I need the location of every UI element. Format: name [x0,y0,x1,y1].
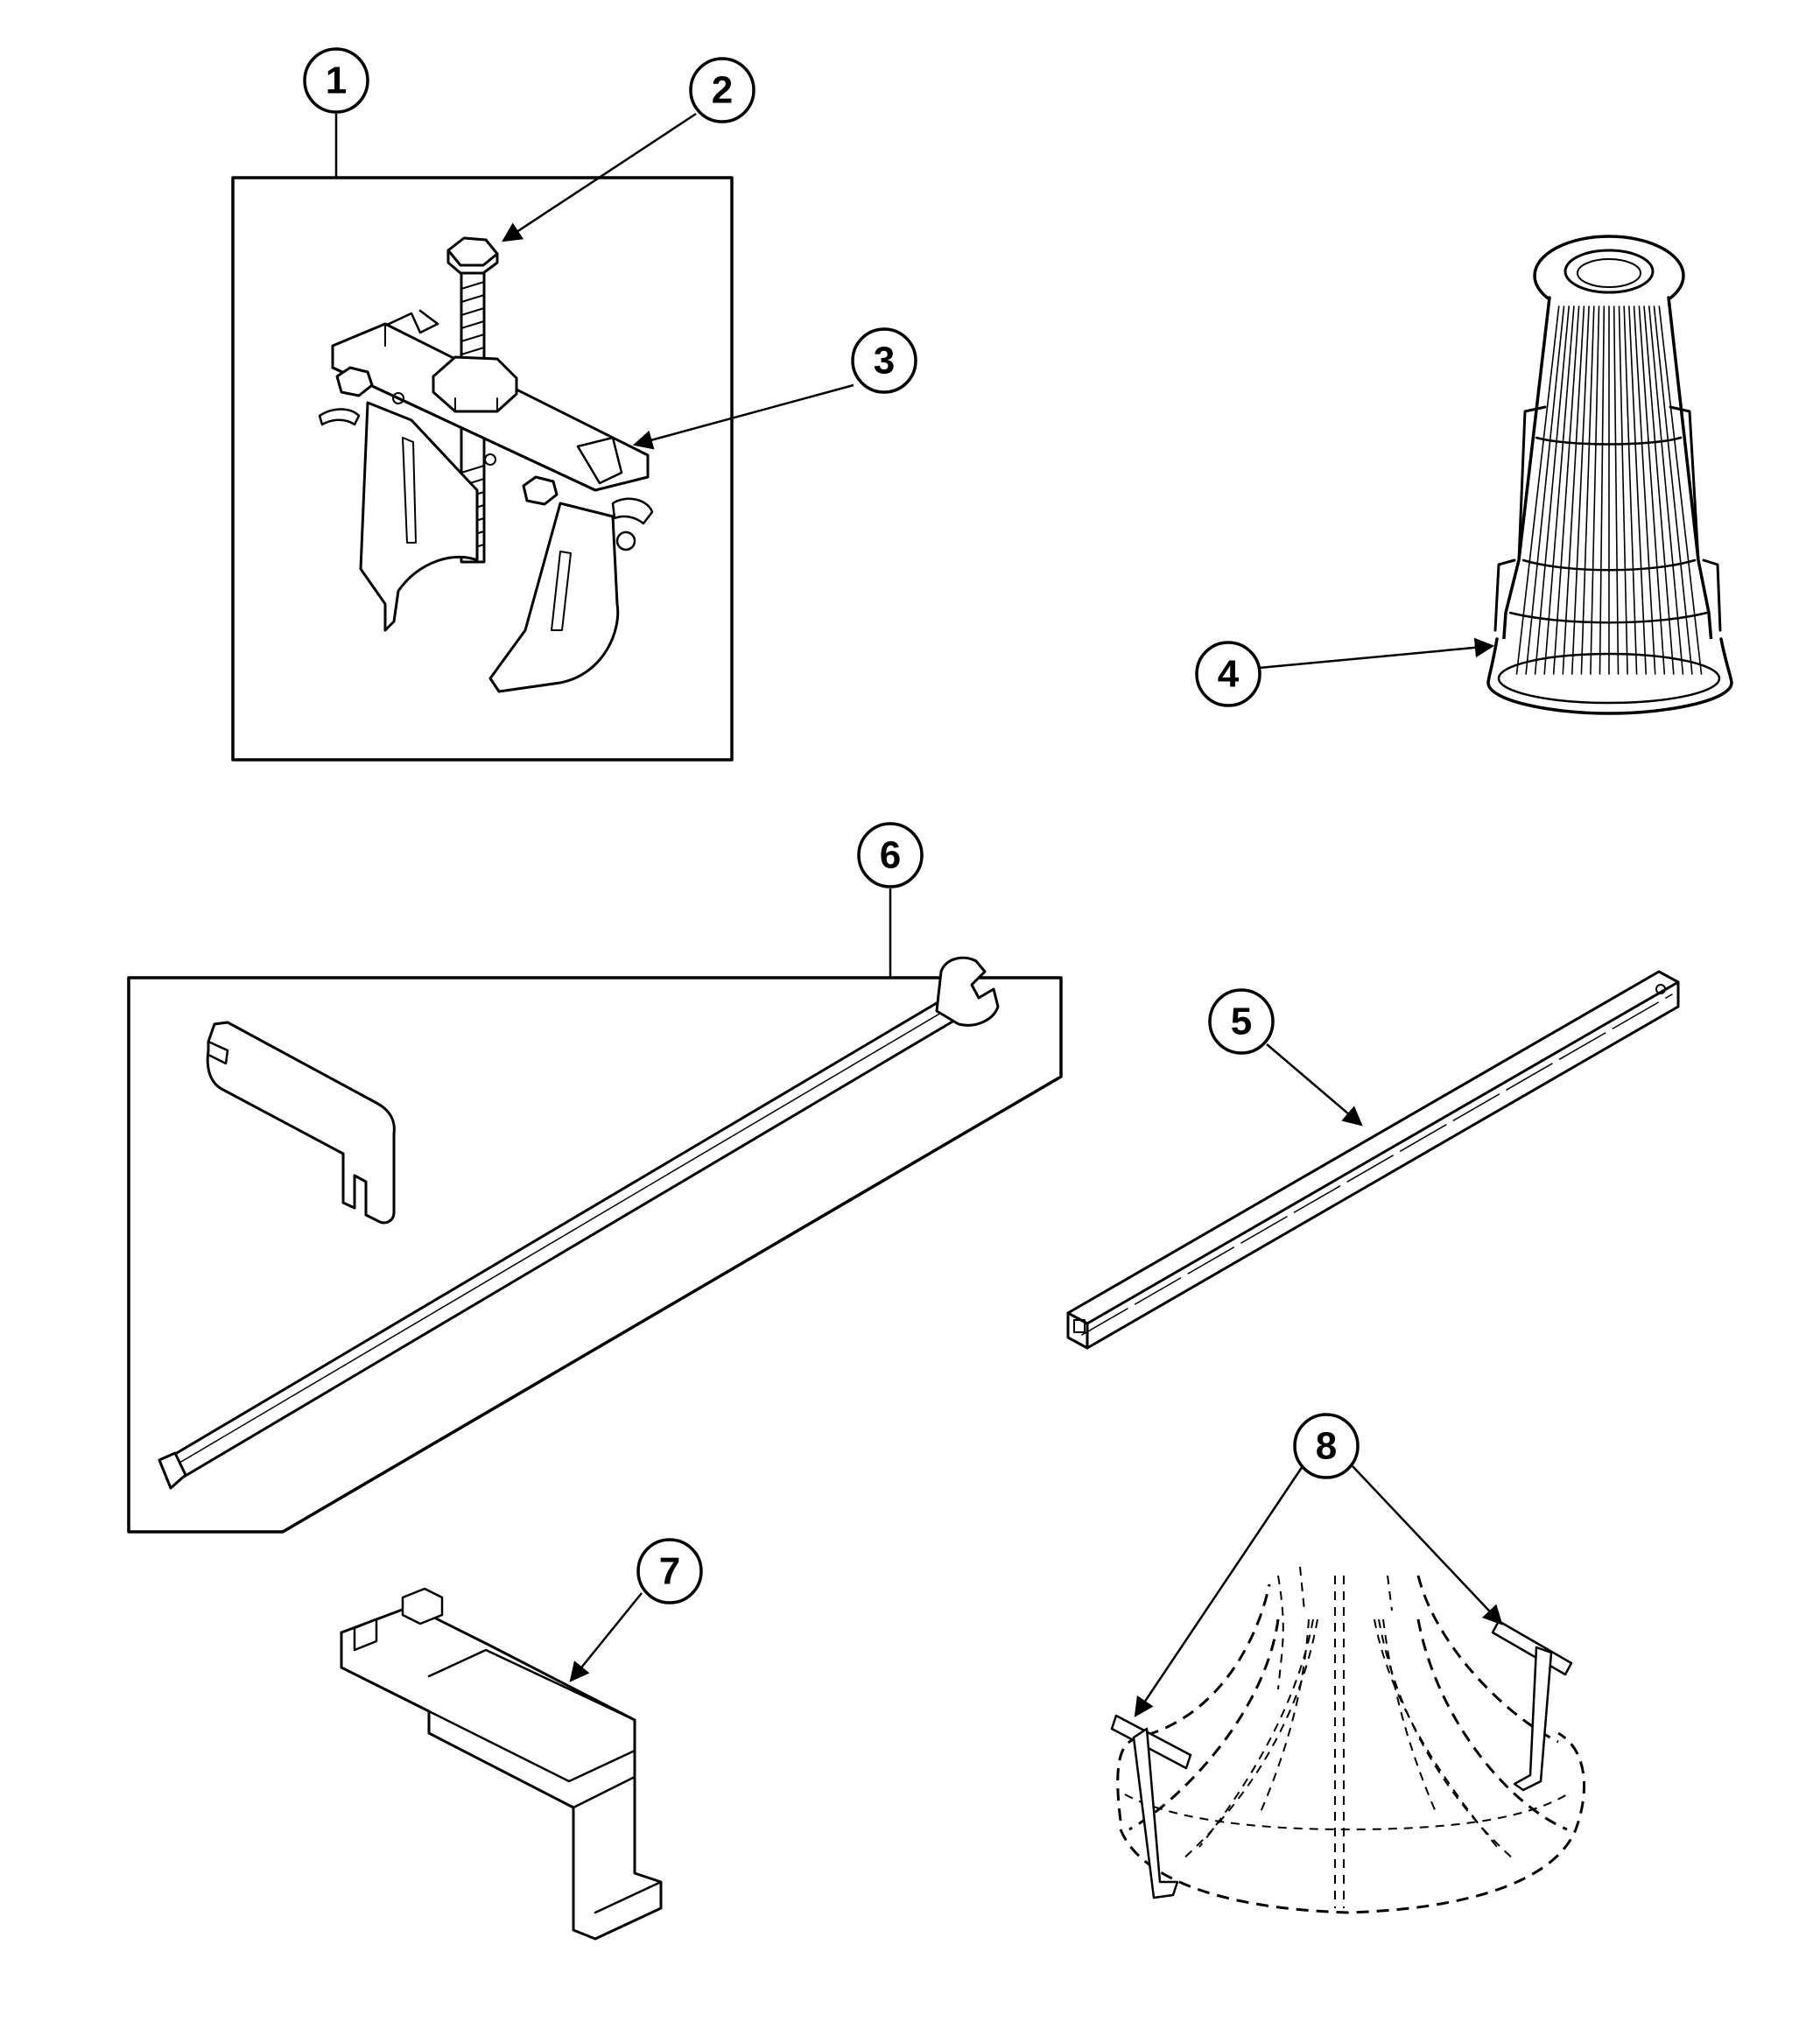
leader-lines [502,112,1503,1717]
bracket-icon [340,1587,663,1941]
wrench-kit-icon [127,888,1063,1534]
callout-4: 4 [1195,641,1261,707]
spin-tube-rib [1628,305,1647,675]
callout-3-label: 3 [874,340,895,383]
callout-3: 3 [851,327,917,394]
puller-jaw-icon [318,309,654,693]
callout-5: 5 [1208,988,1275,1055]
spin-tube-rib [1590,305,1600,675]
spin-tube-rib [1613,305,1620,675]
spin-tube-rib [1658,305,1703,675]
callout-4-label: 4 [1218,653,1240,696]
callout-1: 1 [303,47,369,114]
t-pin-icon [1110,1566,1585,1914]
callout-7: 7 [636,1538,703,1604]
callout-8-label: 8 [1316,1425,1337,1468]
spin-tube-rib [1643,305,1675,675]
puller-kit-box-icon [231,114,734,762]
spin-tube-rib [1571,305,1590,675]
callout-7-label: 7 [659,1550,680,1593]
spin-tube-rib [1623,305,1638,675]
spin-tube-rib [1543,305,1575,675]
spin-tube-rib [1580,305,1595,675]
spin-tube-rib [1633,305,1656,675]
callout-6: 6 [857,822,924,888]
square-shaft-icon [1066,970,1680,1350]
spin-tube-rib [1552,305,1580,675]
spin-tube-rib [1638,305,1666,675]
callout-2-label: 2 [712,69,733,112]
spin-tube-rib [1534,305,1570,675]
callout-5-label: 5 [1231,1000,1252,1043]
spin-tube-rib [1562,305,1585,675]
spin-tube-rib [1599,305,1606,675]
spin-tube-icon [1486,235,1733,715]
spin-tube-rib [1515,305,1560,675]
spin-tube-rib [1618,305,1628,675]
callout-6-label: 6 [880,834,901,877]
callout-1-label: 1 [326,60,347,102]
callout-2: 2 [689,57,755,123]
spin-tube-rib [1648,305,1684,675]
callout-8: 8 [1293,1413,1360,1479]
spin-tube-rib [1653,305,1693,675]
spin-tube-rib [1525,305,1565,675]
